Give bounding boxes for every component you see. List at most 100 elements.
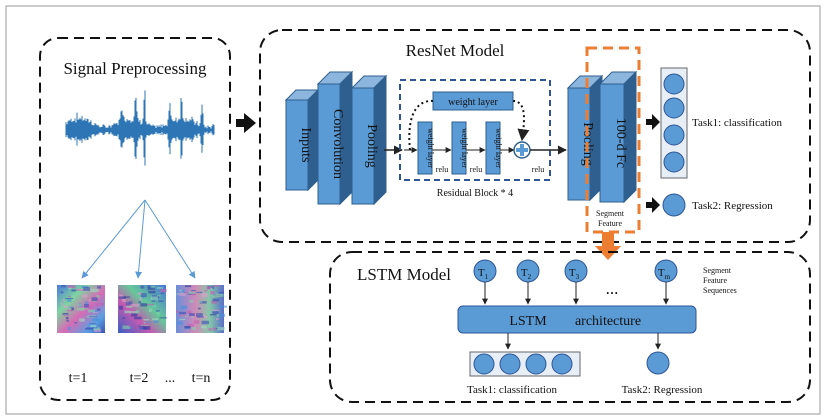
spectrogram-speck [160, 292, 164, 294]
spectrogram-speck [122, 299, 126, 302]
spectrogram-speck [194, 320, 200, 324]
spectrogram-speck [156, 294, 160, 299]
spectrogram-speck [216, 318, 219, 320]
spectrogram-speck [134, 316, 142, 320]
spectrogram-speck [85, 328, 93, 330]
signal-waveform [65, 90, 215, 166]
outer-frame [5, 5, 821, 415]
time-ellipsis: ... [165, 371, 176, 386]
lstm-input-node-2: T2 [516, 259, 540, 305]
spectrogram-speck [91, 297, 98, 302]
spectrogram-speck [210, 287, 213, 290]
time-label-1: t=1 [69, 371, 88, 386]
spectrogram-speck [97, 285, 102, 289]
signal-panel-border [39, 37, 231, 401]
spectrogram-speck [143, 318, 150, 321]
split-arrow-1 [81, 199, 146, 279]
spectrogram-speck [69, 306, 74, 308]
spectrogram-speck [140, 293, 147, 297]
lstm-output-node-1 [473, 353, 495, 375]
spectrogram-speck [84, 304, 89, 308]
spectrogram-speck [147, 285, 151, 288]
spectrogram-speck [71, 289, 76, 292]
residual-weight-layer-top-label: weight layer [448, 97, 498, 108]
lstm-input-node-4: Tm [654, 259, 678, 305]
sequence-label-1: Segment [703, 266, 732, 275]
lstm-nodes-ellipsis: ... [606, 279, 619, 298]
spectrogram-texture-3 [176, 285, 227, 331]
spectrogram-speck [140, 303, 148, 307]
regression-output-node [662, 193, 686, 217]
lstm-output-node-2 [499, 353, 521, 375]
fc-block-label: 100-d Fc [613, 118, 628, 168]
spectrogram-speck [125, 302, 130, 306]
spectrogram-speck [140, 324, 149, 326]
spectrogram-speck [137, 292, 143, 295]
spectrogram-speck [219, 313, 226, 317]
residual-weight-layer-3-label: weight layer [494, 128, 503, 168]
spectrogram-speck [178, 293, 186, 296]
spectrogram-speck [131, 303, 140, 307]
lstm-panel-border [329, 251, 811, 403]
spectrogram-speck [213, 285, 221, 287]
spectrogram-speck [141, 296, 145, 299]
spectrogram-speck [149, 308, 152, 312]
lstm-input-node-3: T3 [564, 259, 588, 305]
spectrogram-speck [211, 309, 220, 311]
spectrogram-speck [88, 299, 92, 302]
spectrogram-speck [139, 297, 142, 301]
spectrogram-speck [150, 296, 158, 300]
spectrogram-speck [60, 291, 64, 294]
sequence-label-3: Sequences [703, 286, 737, 295]
spectrogram-speck [210, 291, 215, 295]
spectrogram-speck [212, 298, 220, 302]
sequence-label-2: Feature [703, 276, 727, 285]
spectrogram-speck [90, 324, 97, 328]
pooling-block-1: Pooling [350, 74, 388, 206]
residual-weight-layer-2-label: weight layer [460, 128, 469, 168]
time-label-n: t=n [192, 371, 211, 386]
spectrogram-speck [179, 318, 186, 321]
spectrogram-speck [178, 314, 186, 317]
spectrogram-speck [191, 290, 196, 291]
spectrogram-speck [92, 312, 98, 314]
spectrogram-speck [62, 313, 69, 315]
lstm-output-node-4 [551, 353, 573, 375]
spectrogram-speck [201, 320, 209, 325]
spectrogram-speck [118, 296, 126, 299]
spectrogram-speck [138, 301, 141, 304]
residual-block-border [399, 79, 551, 181]
spectrogram-speck [77, 289, 83, 291]
spectrogram-speck [215, 293, 224, 297]
split-arrow-3 [144, 199, 196, 279]
spectrogram-speck [176, 321, 183, 325]
relu-label-2: relu [470, 165, 482, 174]
spectrogram-speck [81, 285, 88, 288]
spectrogram-speck [212, 311, 219, 314]
spectrogram-speck [158, 300, 164, 303]
spectrogram-speck [63, 315, 70, 316]
spectrogram-speck [83, 286, 90, 291]
spectrogram-speck [62, 299, 65, 302]
inputs-block-label: Inputs [298, 128, 313, 163]
spectrogram-speck [189, 313, 195, 317]
spectrogram-speck [196, 313, 203, 317]
relu-label-1: relu [436, 165, 448, 174]
spectrogram-speck [187, 323, 194, 327]
inputs-block-front [285, 99, 309, 191]
spectrogram-speck [187, 310, 192, 314]
arrow-to-resnet-icon [236, 113, 256, 133]
spectrogram-speck [206, 286, 212, 290]
spectrogram-speck [119, 305, 123, 310]
spectrogram-speck [77, 307, 85, 311]
spectrogram-texture-1 [59, 285, 104, 333]
lstm-input-label: T3 [569, 267, 580, 281]
spectrogram-speck [99, 302, 104, 306]
spectrogram-speck [146, 303, 154, 306]
spectrogram-speck [125, 305, 133, 308]
spectrogram-speck [128, 301, 133, 305]
relu-label-3: relu [532, 165, 544, 174]
pooling-block-2-front [567, 87, 591, 201]
